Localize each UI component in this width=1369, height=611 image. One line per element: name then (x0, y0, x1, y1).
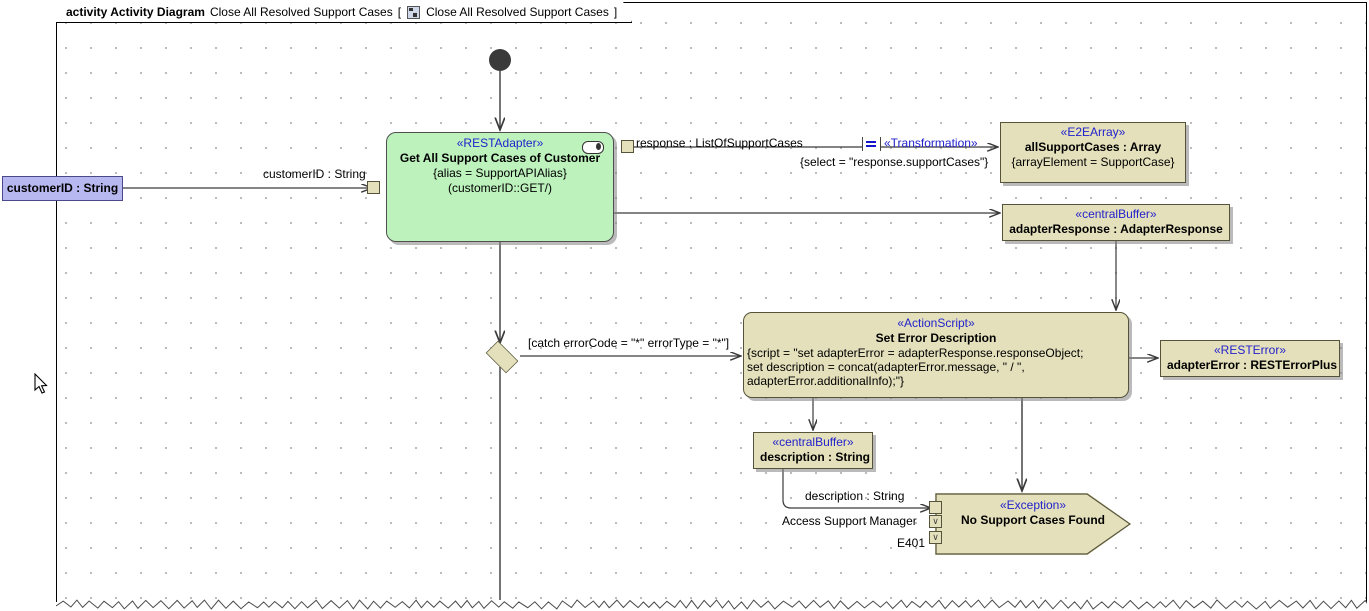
action-stereotype: «RESTAdapter» (387, 136, 613, 151)
action-alias: {alias = SupportAPIAlias} (387, 166, 613, 181)
frame-background (57, 3, 1366, 602)
description-name: description : String (760, 450, 866, 465)
actionscript-name: Set Error Description (744, 331, 1128, 346)
object-node-adaptererror[interactable]: «RESTError» adapterError : RESTErrorPlus (1160, 340, 1340, 377)
actionscript-line-3: adapterError.additionalInfo);"} (744, 374, 1128, 388)
exception-pin-e401[interactable]: ∨ (929, 531, 942, 544)
object-node-allsupportcases[interactable]: «E2EArray» allSupportCases : Array {arra… (1000, 122, 1186, 183)
diagram-frame (56, 2, 1367, 602)
exception-name: No Support Cases Found (935, 513, 1131, 528)
edge-label-response: response : ListOfSupportCases (636, 136, 803, 150)
activity-parameter-customerid[interactable]: customerID : String (2, 176, 123, 201)
frame-keyword: activity Activity Diagram (66, 5, 205, 19)
param-label: customerID : String (7, 181, 118, 196)
e2earray-prop: {arrayElement = SupportCase} (1007, 155, 1179, 170)
frame-bracket-open: [ (398, 5, 401, 19)
frame-name: Close All Resolved Support Cases (210, 5, 393, 19)
adapter-pill-icon (582, 141, 604, 154)
object-node-adapterresponse[interactable]: «centralBuffer» adapterResponse : Adapte… (1002, 204, 1230, 241)
pin-label-access-support-manager: Access Support Manager (782, 514, 917, 528)
edge-label-transformation: «Transformation» (884, 136, 978, 150)
frame-tab-name: Close All Resolved Support Cases (426, 5, 609, 19)
frame-bracket-close: ] (614, 5, 617, 19)
resterror-stereotype: «RESTError» (1167, 343, 1333, 358)
action-operation: (customerID::GET/) (387, 181, 613, 196)
actionscript-line-2: set description = concat(adapterError.me… (744, 360, 1128, 374)
exception-pin-access-support-manager[interactable]: ∨ (929, 515, 942, 528)
mouse-cursor (34, 373, 50, 395)
actionscript-line-1: {script = "set adapterError = adapterRes… (744, 346, 1128, 360)
action-set-error-description[interactable]: «ActionScript» Set Error Description {sc… (743, 312, 1129, 398)
edge-label-customerid: customerID : String (263, 167, 366, 181)
output-pin-response[interactable] (621, 140, 634, 153)
action-name: Get All Support Cases of Customer (387, 151, 613, 166)
action-get-all-support-cases[interactable]: «RESTAdapter» Get All Support Cases of C… (386, 132, 614, 242)
exception-pin-description[interactable] (929, 501, 942, 514)
object-node-description[interactable]: «centralBuffer» description : String (753, 432, 873, 469)
pin-label-e401: E401 (897, 536, 925, 550)
description-stereotype: «centralBuffer» (760, 435, 866, 450)
input-pin-customerid[interactable] (367, 181, 380, 194)
centralbuffer-stereotype: «centralBuffer» (1009, 207, 1223, 222)
centralbuffer-name: adapterResponse : AdapterResponse (1009, 222, 1223, 237)
initial-node[interactable] (489, 49, 511, 71)
resterror-name: adapterError : RESTErrorPlus (1167, 358, 1333, 373)
edge-label-catch-guard: [catch errorCode = "*" errorType = "*"] (528, 336, 729, 350)
activity-diagram-icon (407, 6, 420, 19)
transformation-marker-icon (862, 137, 881, 151)
frame-title-tab: activity Activity Diagram Close All Reso… (56, 2, 632, 23)
torn-bottom-edge (56, 597, 1367, 611)
e2earray-stereotype: «E2EArray» (1007, 125, 1179, 140)
actionscript-stereotype: «ActionScript» (744, 316, 1128, 331)
edge-label-description: description : String (805, 489, 904, 503)
edge-label-transformation-select: {select = "response.supportCases"} (800, 155, 988, 169)
e2earray-name: allSupportCases : Array (1007, 140, 1179, 155)
